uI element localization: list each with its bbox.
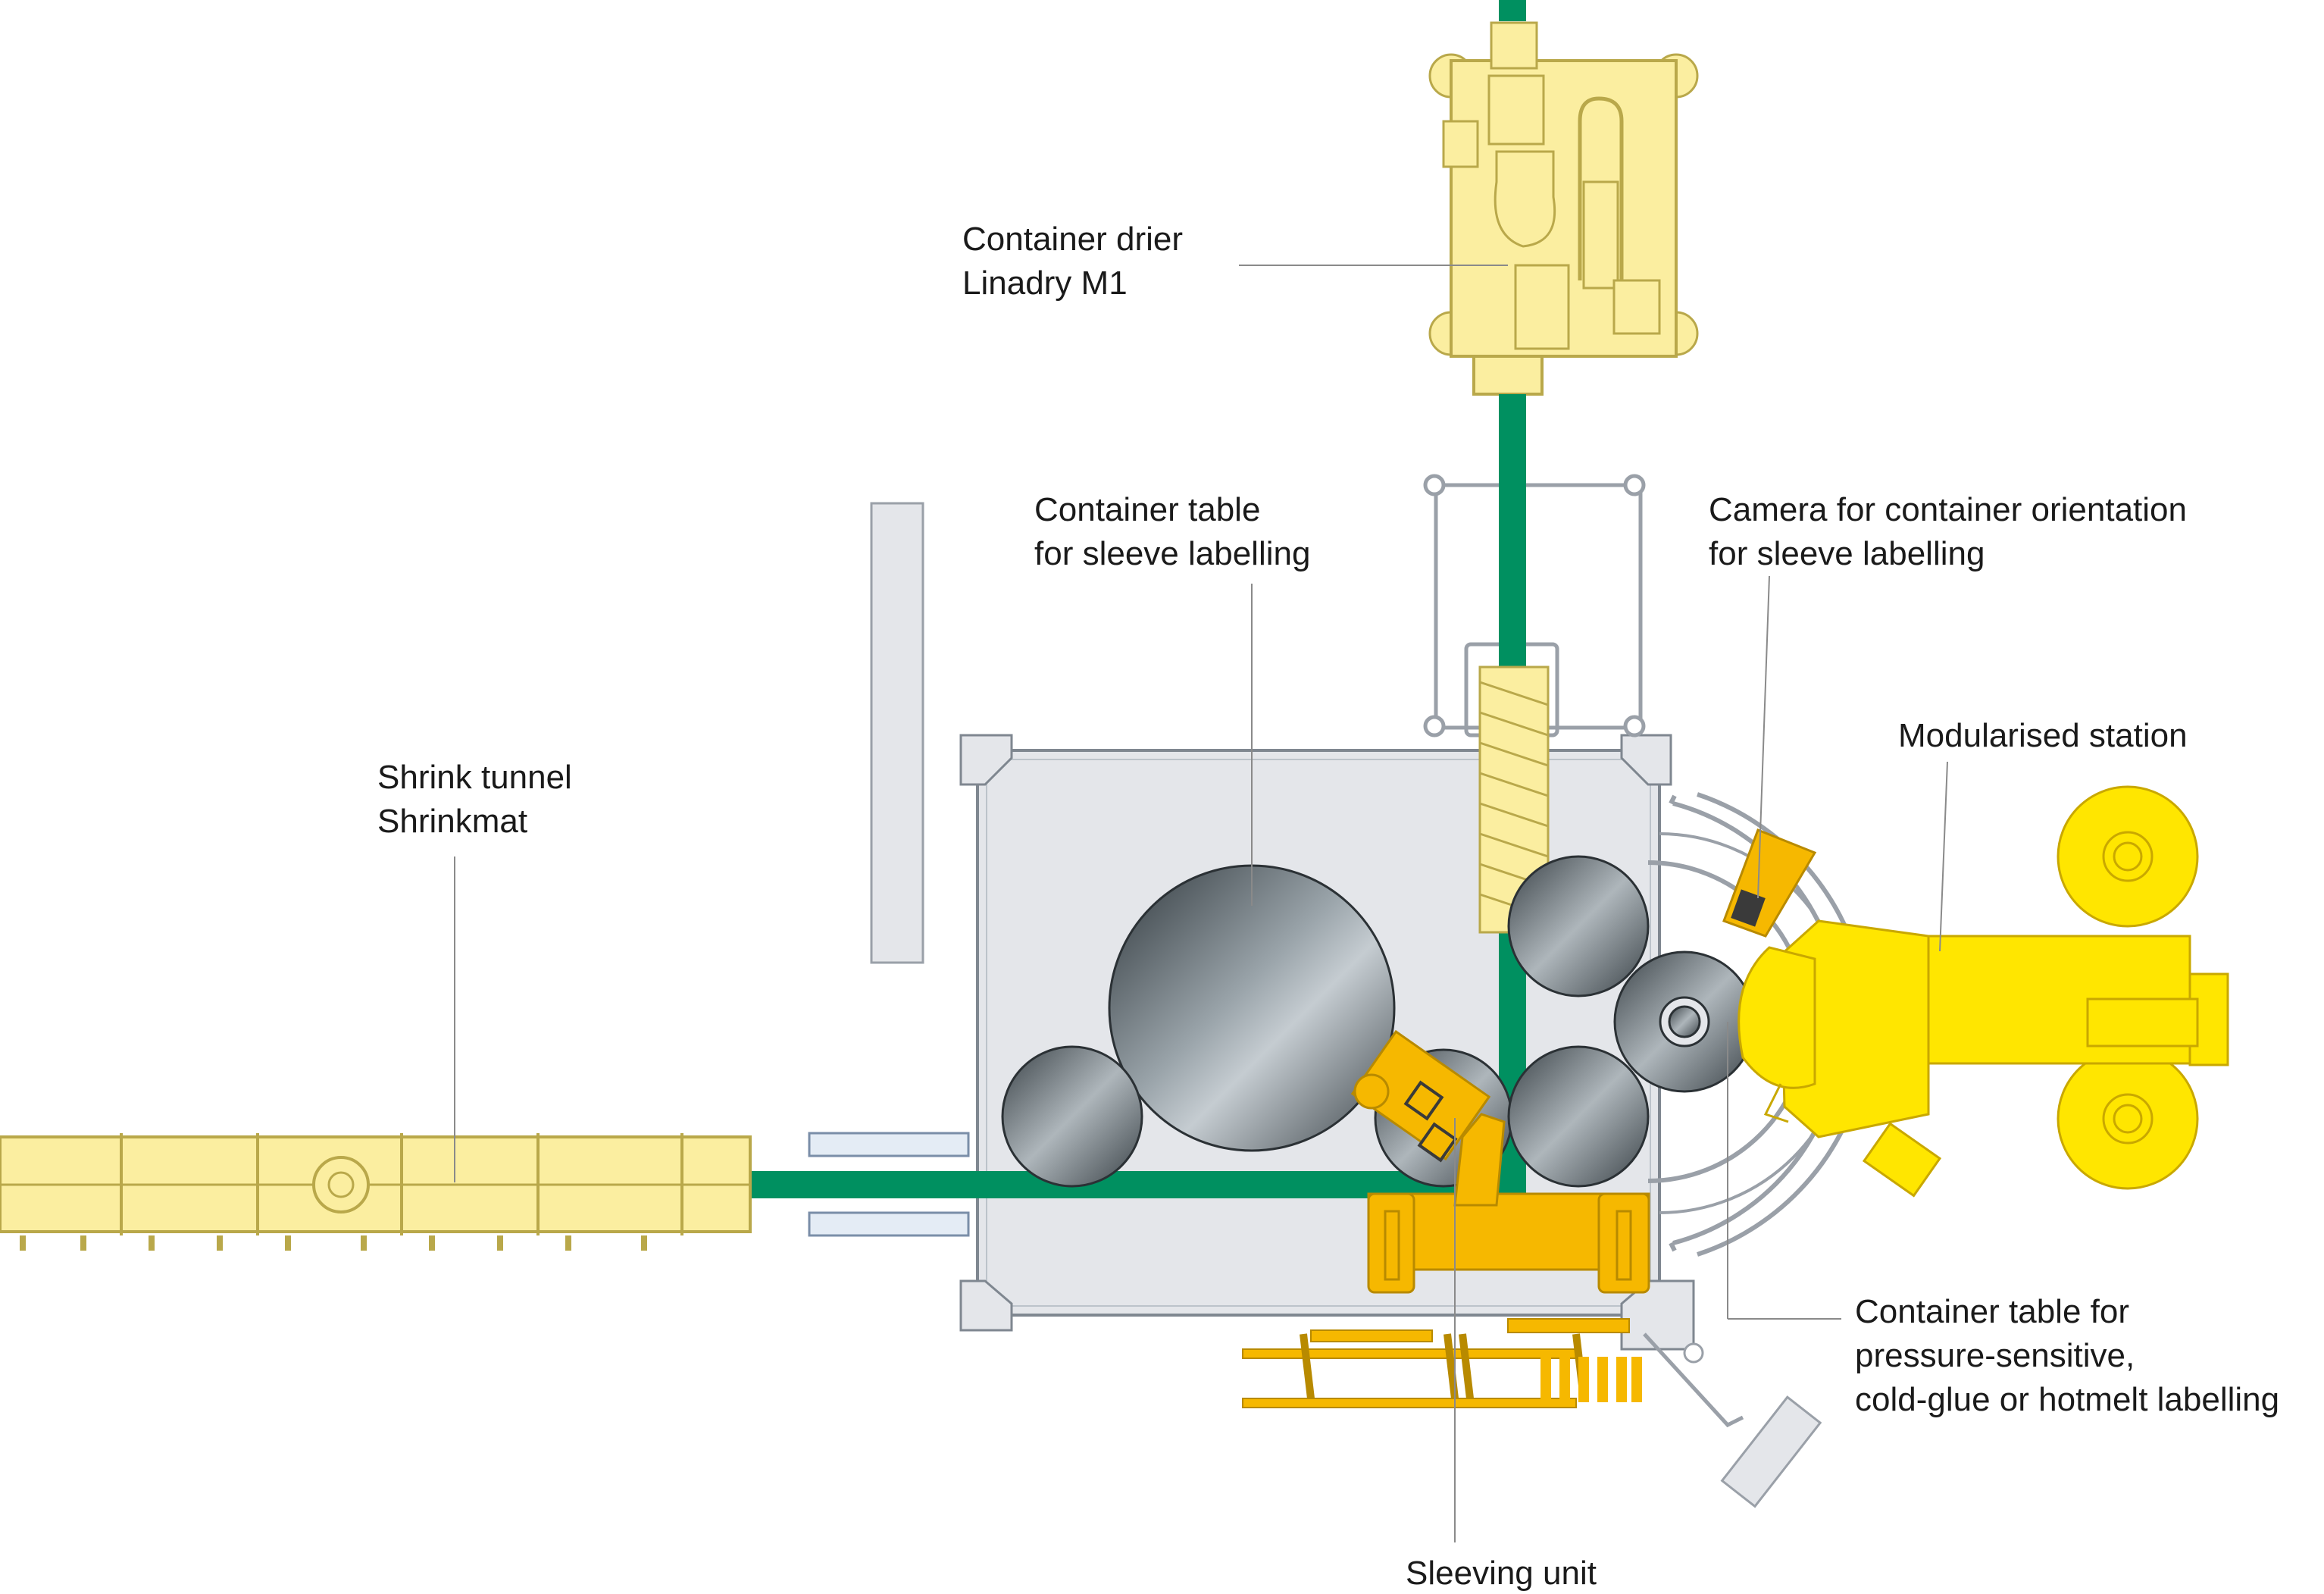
camera-line2: for sleeve labelling — [1709, 535, 1985, 572]
container-table-psl-line1: Container table for — [1855, 1293, 2129, 1330]
shrink-tunnel-line2: Shrinkmat — [377, 803, 527, 840]
label-camera: Camera for container orientation for sle… — [1709, 491, 2187, 572]
container-table-sleeve — [1108, 864, 1396, 1152]
modularised-station-line1: Modularised station — [1898, 717, 2188, 754]
shrink-tunnel — [0, 1132, 970, 1251]
camera-line1: Camera for container orientation — [1709, 491, 2187, 528]
container-drier-unit — [1428, 0, 1699, 396]
container-table-sleeve-line2: for sleeve labelling — [1034, 535, 1310, 572]
sleeving-unit-line1: Sleeving unit — [1406, 1555, 1597, 1592]
camera-unit — [1722, 828, 1817, 938]
leader-lines — [454, 265, 1948, 1542]
shrink-tunnel-line1: Shrink tunnel — [377, 759, 572, 796]
container-drier-line2: Linadry M1 — [962, 265, 1128, 302]
container-drier-line1: Container drier — [962, 221, 1183, 258]
label-container-table-sleeve: Container table for sleeve labelling — [1034, 491, 1310, 572]
label-feed-assembly — [1242, 1318, 1822, 1508]
label-container-table-psl: Container table for pressure-sensitive, … — [1855, 1293, 2279, 1418]
container-table-psl-line2: pressure-sensitive, — [1855, 1337, 2135, 1374]
container-table-sleeve-line1: Container table — [1034, 491, 1260, 528]
label-shrink-tunnel: Shrink tunnel Shrinkmat — [377, 759, 572, 840]
container-table-psl-line3: cold-glue or hotmelt labelling — [1855, 1381, 2279, 1418]
label-container-drier: Container drier Linadry M1 — [962, 221, 1183, 302]
label-sleeving-unit: Sleeving unit — [1406, 1555, 1597, 1592]
label-modularised-station: Modularised station — [1898, 717, 2188, 754]
modularised-station — [1738, 785, 2229, 1198]
